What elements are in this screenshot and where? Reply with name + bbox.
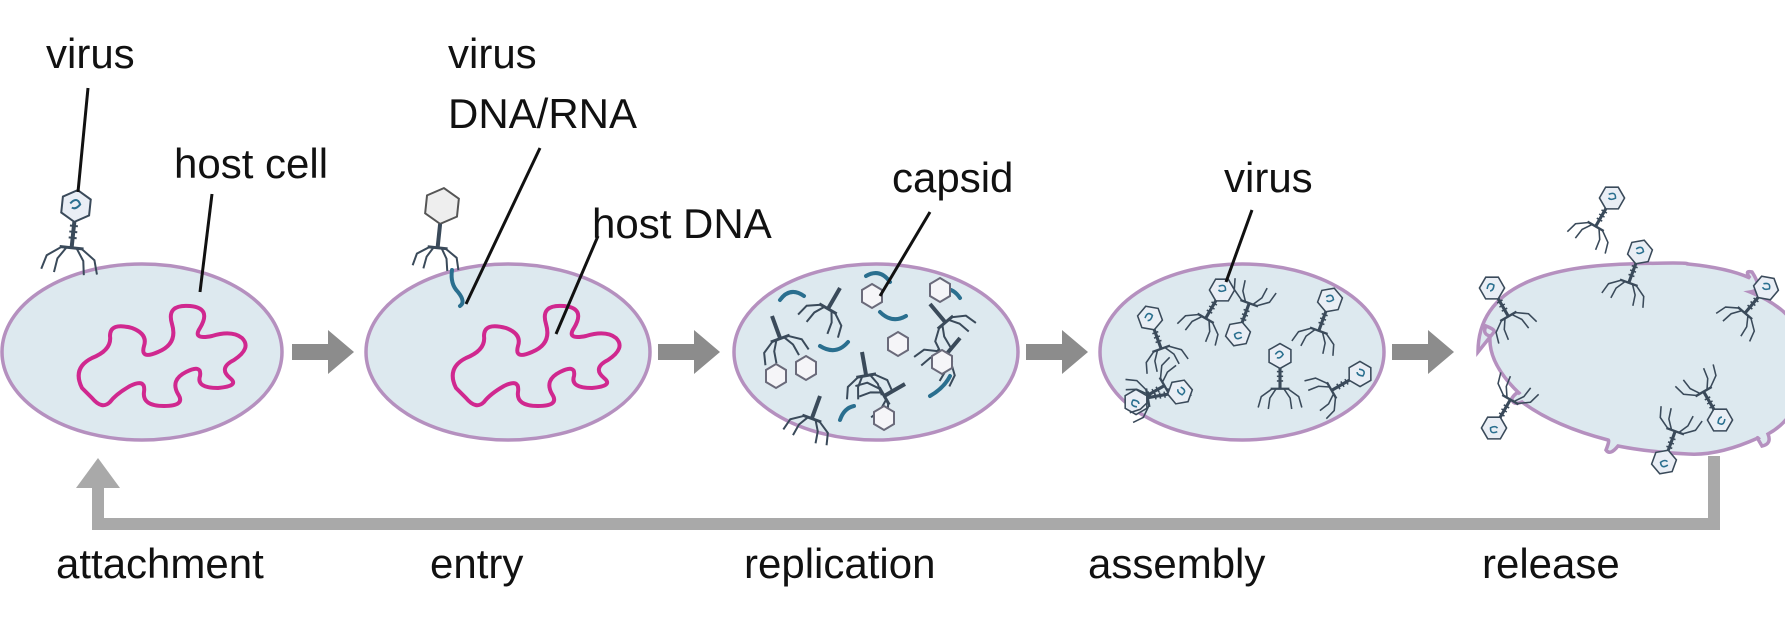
injected-viral-dna xyxy=(449,268,465,308)
stage-attachment xyxy=(0,87,284,442)
phage-empty-head-icon xyxy=(410,186,465,275)
host-dna-leader-line xyxy=(554,235,600,335)
capsid-empty-icon xyxy=(795,355,817,381)
host-dna-2 xyxy=(450,303,622,408)
label-capsid: capsid xyxy=(892,154,1013,201)
capsid-empty-icon xyxy=(765,363,787,389)
host-dna-1 xyxy=(76,303,248,408)
label-host-cell: host cell xyxy=(174,140,328,187)
virus-assembly-leader-line xyxy=(1224,209,1254,283)
capsid-empty-icon xyxy=(861,283,883,309)
viral-dna-leader-line xyxy=(464,147,542,305)
viral-nucleic-acid-fragment xyxy=(838,404,856,422)
stage-label-entry: entry xyxy=(430,540,523,587)
stage-release xyxy=(1465,174,1785,483)
stage-label-replication: replication xyxy=(744,540,935,587)
phage-icon xyxy=(39,185,108,279)
stage-assembly xyxy=(1098,209,1386,442)
label-virus: virus xyxy=(46,30,135,77)
cycle-return-arrow xyxy=(76,456,1720,530)
capsid-empty-icon xyxy=(929,277,951,303)
host-cell-leader-line xyxy=(198,193,214,293)
host-cell-2 xyxy=(364,262,652,442)
viral-nucleic-acid-fragment xyxy=(878,310,908,322)
label-host-dna: host DNA xyxy=(592,200,772,247)
arrow-entry-to-replication xyxy=(658,330,720,374)
label-virus-assembly: virus xyxy=(1224,154,1313,201)
virus-leader-line xyxy=(76,87,90,193)
arrow-replication-to-assembly xyxy=(1026,330,1088,374)
arrow-attachment-to-entry xyxy=(292,330,354,374)
viral-nucleic-acid-fragment xyxy=(818,340,850,353)
capsid-empty-icon xyxy=(931,349,953,375)
stage-label-attachment: attachment xyxy=(56,540,264,587)
phage-icon xyxy=(1565,174,1639,257)
stage-entry xyxy=(364,147,652,442)
capsid-empty-icon xyxy=(887,331,909,357)
lysing-host-cell xyxy=(1476,261,1785,456)
label-virus-dna-rna-line1: virus xyxy=(448,30,537,77)
stage-label-assembly: assembly xyxy=(1088,540,1265,587)
arrow-assembly-to-release xyxy=(1392,330,1454,374)
viral-nucleic-acid-fragment xyxy=(928,374,952,398)
label-virus-dna-rna-line2: DNA/RNA xyxy=(448,90,637,137)
stage-label-release: release xyxy=(1482,540,1620,587)
capsid-empty-icon xyxy=(873,405,895,431)
stage-replication xyxy=(732,211,1020,450)
capsid-leader-line xyxy=(878,211,932,297)
viral-nucleic-acid-fragment xyxy=(778,289,806,302)
host-cell-4 xyxy=(1098,262,1386,442)
